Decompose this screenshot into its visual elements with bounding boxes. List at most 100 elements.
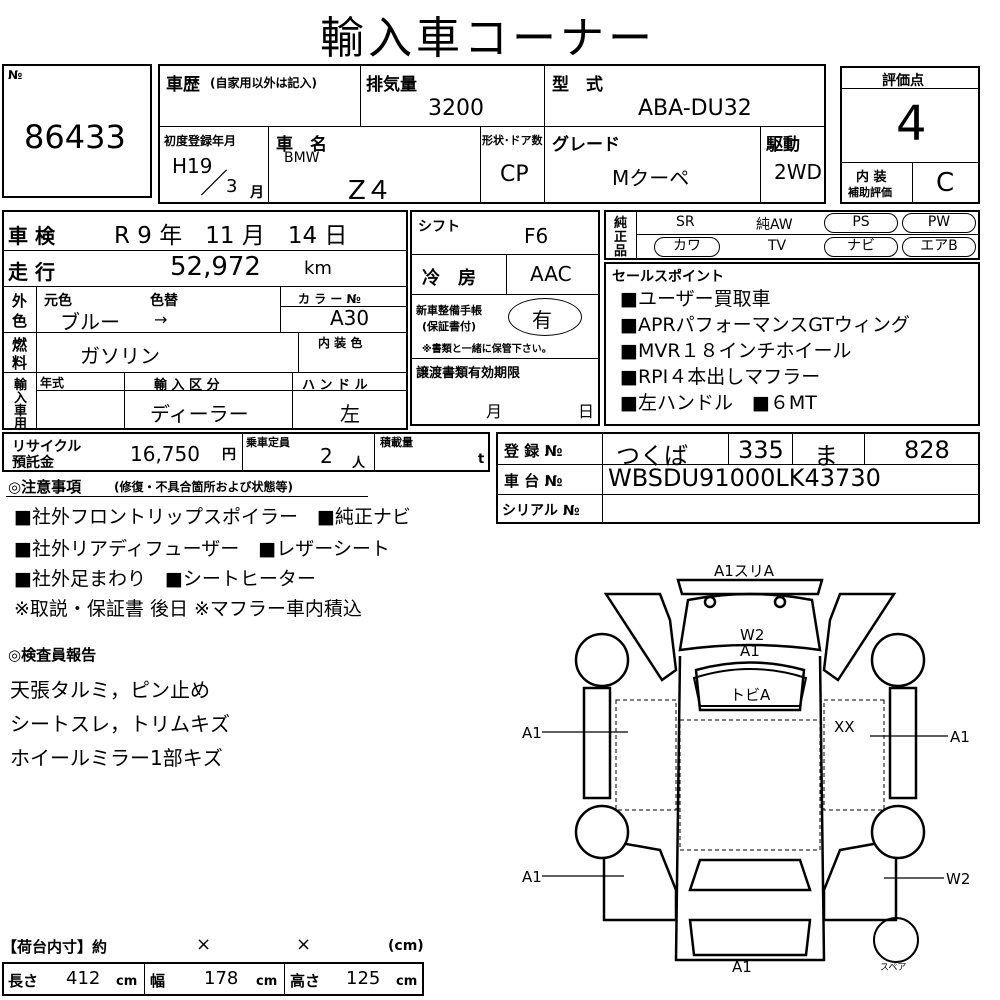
divider [268, 126, 269, 202]
equipment-box: 純 正 品 SR 純AW PS PW カワ TV ナビ エアB [604, 210, 980, 260]
cargo-length-label: 長さ [8, 972, 39, 990]
divider [36, 390, 406, 391]
import-type-value: ディーラー [150, 402, 249, 426]
divider [360, 66, 361, 126]
divider [160, 126, 824, 127]
cargo-height-unit: cm [396, 974, 418, 989]
car-outline [574, 578, 926, 962]
import-label-3: 車 [14, 404, 28, 419]
color-change-label: 色替 [150, 293, 178, 309]
import-label-2: 入 [14, 391, 28, 406]
spare-tire [873, 917, 919, 963]
maintenance-circle [508, 298, 582, 336]
original-color-label: 元色 [44, 293, 72, 309]
shift-label: シフト [418, 219, 460, 235]
vehicle-info-box: 車歴 (自家用以外は記入) 排気量 3200 型 式 ABA-DU32 初度登録… [158, 64, 826, 206]
equipment-label-3: 品 [614, 244, 628, 259]
divider [144, 964, 145, 994]
first-reg-era: H19 [172, 154, 213, 178]
panel-lines [615, 699, 885, 851]
car-name-value: Z４ [348, 176, 392, 206]
diagram-right-xx-label: XX [834, 718, 855, 736]
handle-value: 左 [340, 402, 360, 426]
shift-value: F6 [524, 224, 549, 248]
equip-tv: TV [768, 238, 787, 254]
capacity-label: 乗車定員 [246, 436, 290, 449]
divider [602, 434, 603, 522]
import-label-4: 用 [14, 417, 28, 432]
fuel-label-2: 料 [12, 354, 28, 372]
divider [636, 234, 978, 235]
maintenance-note: ※書類と一緒に保管下さい。 [422, 344, 552, 355]
note-line: ■社外フロントリップスポイラー ■純正ナビ [14, 506, 411, 528]
divider [842, 88, 978, 89]
divider [864, 434, 865, 464]
divider [280, 286, 281, 332]
divider [36, 286, 37, 428]
serial-label: シリアル № [502, 503, 580, 519]
equip-navi: ナビ [824, 237, 898, 257]
transfer-month: 月 [486, 402, 503, 421]
registration-label: 登 録 № [504, 442, 563, 460]
fuel-value: ガソリン [80, 344, 160, 368]
color-value: ブルー [60, 310, 120, 334]
divider [792, 434, 793, 464]
shift-box: シフト F6 冷 房 AAC 新車整備手帳 (保証書付) 有 ※書類と一緒に保管… [410, 210, 600, 426]
divider [124, 372, 125, 428]
color-label-2: 色 [12, 312, 28, 330]
details-box: 車 検 R 9 年 11 月 14 日 走 行 52,972 km 外 色 元色… [2, 210, 408, 432]
notes-underline [6, 496, 368, 497]
equip-sr: SR [676, 214, 695, 230]
equip-ps: PS [824, 213, 898, 233]
first-reg-month: 3 [226, 176, 238, 197]
page-title: 輸入車コーナー [320, 13, 656, 64]
sales-point: ■RPI４本出しマフラー [620, 366, 821, 388]
score-label: 評価点 [882, 73, 924, 89]
no-box: № 86433 [2, 64, 152, 198]
diagram-spare-label: スペア [880, 963, 906, 973]
callout-lines [542, 731, 948, 879]
diagram-right-rear-label: W2 [946, 870, 970, 888]
divider [412, 254, 598, 255]
maintenance-label-1: 新車整備手帳 [416, 304, 482, 317]
divider [292, 372, 293, 428]
sales-point: ■左ハンドル ■６MT [620, 392, 817, 414]
registration-box: 登 録 № つくば 335 ま 828 車 台 № WBSDU91000LK43… [496, 432, 980, 524]
car-name-label: 車 名 [276, 135, 327, 155]
equip-kawa: カワ [654, 237, 720, 257]
inspector-line: シートスレ，トリムキズ [10, 712, 230, 736]
cargo-label: 【荷台内寸】約 [2, 938, 108, 956]
divider [374, 434, 375, 470]
registration-area: つくば [616, 442, 688, 470]
cargo-height: 125 [346, 968, 381, 989]
inspection-value: R 9 年 11 月 14 日 [114, 223, 348, 249]
recycle-unit: 円 [222, 447, 236, 463]
registration-kana: ま [814, 442, 838, 470]
divider [498, 464, 978, 465]
inspection-label: 車 検 [8, 224, 55, 248]
divider [284, 964, 285, 994]
divider [728, 434, 729, 464]
transfer-label: 譲渡書類有効期限 [416, 366, 521, 381]
recycle-value: 16,750 [130, 442, 200, 466]
equip-airbag: エアB [902, 237, 976, 257]
diagram-roof-label-2: A1 [740, 642, 760, 660]
cargo-unit: (cm) [388, 938, 424, 954]
note-line: ■社外リアディフューザー ■レザーシート [14, 538, 390, 560]
equipment-label-2: 正 [614, 230, 628, 245]
cargo-x2: × [296, 934, 312, 955]
import-year-label: 年式 [40, 376, 65, 390]
car-damage-diagram: A1スリA W2 A1 トビA A1 XX A1 A1 W2 A1 スペア [522, 562, 970, 976]
diagram-front-label: A1スリA [714, 562, 775, 580]
note-line: ■社外足まわり ■シートヒーター [14, 568, 316, 590]
displacement-label: 排気量 [366, 75, 417, 95]
color-label-1: 外 [12, 292, 28, 310]
equip-aw: 純AW [756, 217, 793, 233]
mileage-value: 52,972 [170, 252, 261, 282]
diagram-left-rear-label: A1 [522, 868, 542, 886]
divider [760, 126, 761, 202]
recycle-label-2: 預託金 [12, 455, 54, 471]
load-label: 積載量 [380, 436, 413, 449]
cargo-box: 長さ 412 cm 幅 178 cm 高さ 125 cm [2, 962, 424, 996]
first-reg-slash: ／ [200, 167, 229, 200]
